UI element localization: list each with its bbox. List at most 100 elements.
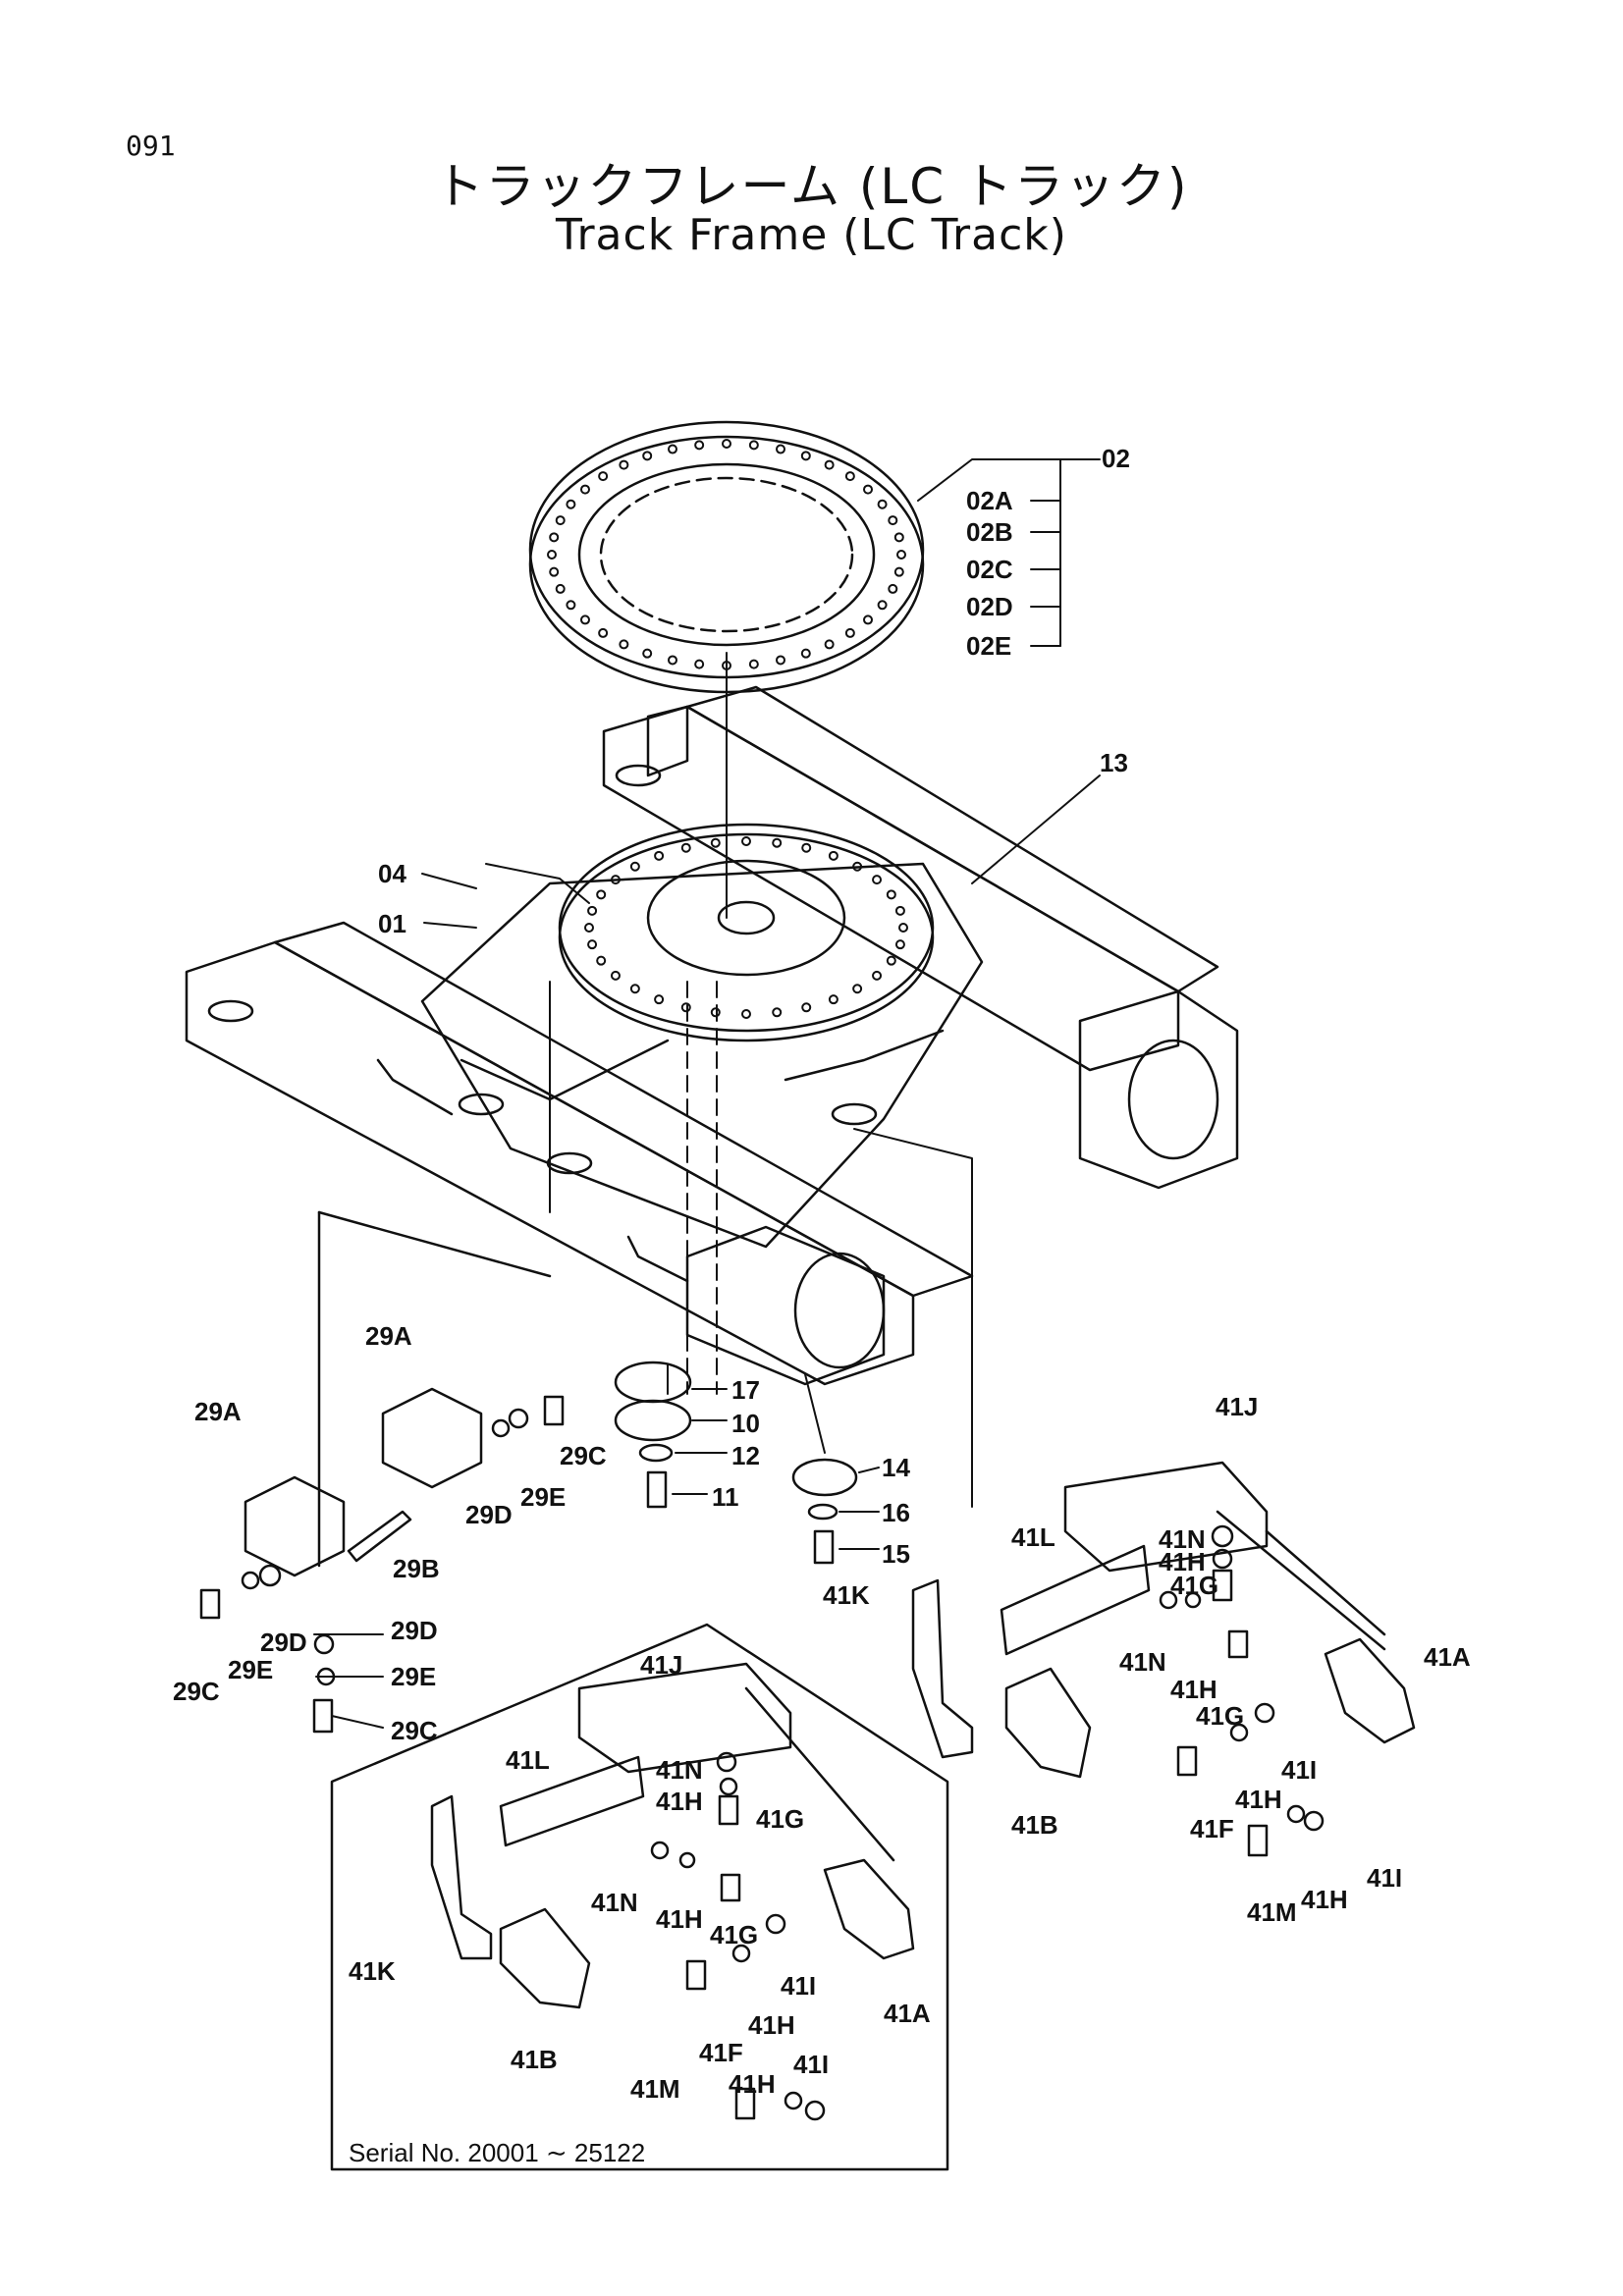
- callout-41M-inset: 41M: [630, 2074, 680, 2104]
- bolt-hole: [549, 566, 560, 577]
- bolt-hole: [772, 1007, 783, 1018]
- callout-29A-top: 29A: [365, 1321, 412, 1351]
- bolt-hole: [619, 459, 629, 470]
- bolt-hole: [886, 889, 896, 900]
- callout-29D-right: 29D: [391, 1616, 438, 1645]
- bolt-hole: [598, 627, 609, 638]
- bolt-hole: [629, 861, 640, 872]
- bolt-hole: [654, 994, 665, 1005]
- bolt-hole: [710, 1007, 721, 1018]
- callout-41B-right: 41B: [1011, 1810, 1058, 1840]
- bolt-hole: [547, 550, 557, 560]
- callout-02A: 02A: [966, 486, 1013, 515]
- callout-29A-left: 29A: [194, 1397, 242, 1426]
- callout-14: 14: [882, 1453, 910, 1482]
- bolt-hole: [579, 614, 590, 625]
- guard-41-right: [911, 1461, 1416, 1857]
- callout-29C-top: 29C: [560, 1441, 607, 1470]
- callout-02D: 02D: [966, 592, 1013, 621]
- bolt-hole: [893, 532, 904, 543]
- bolt-hole: [667, 655, 677, 666]
- callout-41F-inset: 41F: [699, 2038, 743, 2067]
- bolt-hole: [741, 836, 751, 846]
- callout-17: 17: [731, 1375, 760, 1405]
- callout-41H-inset-1: 41H: [656, 1787, 703, 1816]
- callout-41G-right-2: 41G: [1196, 1701, 1245, 1731]
- callout-29C-right: 29C: [391, 1716, 438, 1745]
- bolt-hole: [741, 1009, 751, 1019]
- bolt-hole: [667, 444, 677, 454]
- bolt-hole: [555, 515, 566, 526]
- callout-41N-inset-2: 41N: [591, 1888, 638, 1917]
- bolt-hole: [828, 994, 839, 1005]
- bolt-hole: [801, 842, 812, 853]
- callout-41K-right: 41K: [823, 1580, 870, 1610]
- callout-41H-inset-4: 41H: [729, 2069, 776, 2099]
- bolt-hole: [824, 459, 835, 470]
- bolt-hole: [748, 659, 759, 669]
- callout-11: 11: [712, 1482, 739, 1512]
- callout-29D-mid: 29D: [260, 1628, 307, 1657]
- bolt-hole: [844, 627, 855, 638]
- callout-04: 04: [378, 859, 406, 888]
- bolt-hole: [872, 970, 883, 981]
- serial-inset-box: [330, 1623, 949, 2171]
- bolt-hole: [844, 471, 855, 482]
- bolt-hole: [872, 875, 883, 885]
- callout-41F-right: 41F: [1190, 1814, 1234, 1843]
- bolt-hole: [596, 889, 607, 900]
- bracket-29-group: [199, 1210, 565, 1734]
- bolt-hole: [629, 984, 640, 994]
- callout-41H-right-4: 41H: [1301, 1885, 1348, 1914]
- callout-01: 01: [378, 909, 406, 938]
- callout-41L-inset: 41L: [506, 1745, 550, 1775]
- callout-41K-inset: 41K: [349, 1956, 396, 1986]
- bolt-hole: [898, 923, 908, 933]
- bolt-hole: [852, 861, 863, 872]
- callout-41H-right-1: 41H: [1159, 1547, 1206, 1576]
- callout-41M-right: 41M: [1247, 1897, 1297, 1927]
- bolt-hole: [800, 451, 811, 461]
- callout-16: 16: [882, 1498, 910, 1527]
- bolt-hole: [863, 614, 874, 625]
- bolt-hole: [894, 939, 905, 950]
- callout-29B: 29B: [393, 1554, 440, 1583]
- callout-29E-right: 29E: [391, 1662, 437, 1691]
- bolt-hole: [566, 499, 576, 509]
- bolt-hole: [710, 837, 721, 848]
- callout-29E-mid: 29E: [228, 1655, 274, 1684]
- bolt-hole: [863, 484, 874, 495]
- track-frame: [185, 685, 1239, 1386]
- callout-41N-right-1: 41N: [1159, 1524, 1206, 1554]
- title-japanese: トラックフレーム (LC トラック): [434, 158, 1189, 215]
- callout-41L-right: 41L: [1011, 1522, 1055, 1552]
- bolt-hole: [722, 439, 731, 449]
- callout-41N-right-2: 41N: [1119, 1647, 1166, 1677]
- bolt-hole: [619, 639, 629, 650]
- callout-29C-mid: 29C: [173, 1677, 220, 1706]
- bolt-hole: [654, 850, 665, 861]
- bolt-hole: [642, 648, 653, 659]
- callout-41G-right-1: 41G: [1170, 1571, 1219, 1600]
- callout-02: 02: [1102, 444, 1130, 473]
- leader-lines: [421, 774, 1101, 1508]
- bolt-hole: [579, 484, 590, 495]
- bolt-hole: [800, 648, 811, 659]
- bolt-hole: [801, 1002, 812, 1013]
- callout-41N-inset-1: 41N: [656, 1755, 703, 1785]
- callout-41A-inset: 41A: [884, 1999, 931, 2028]
- callout-41H-right-2: 41H: [1170, 1675, 1217, 1704]
- callout-41H-inset-2: 41H: [656, 1904, 703, 1934]
- bolt-hole: [584, 923, 594, 933]
- callout-10: 10: [731, 1409, 760, 1438]
- bolt-hole: [776, 655, 786, 666]
- bolt-hole: [877, 499, 888, 509]
- callout-15: 15: [882, 1539, 910, 1569]
- bolt-hole: [694, 659, 705, 669]
- callout-41J-inset: 41J: [640, 1650, 683, 1680]
- bolt-hole: [549, 532, 560, 543]
- bolt-hole: [555, 583, 566, 594]
- bolt-hole: [680, 1002, 691, 1013]
- bolt-hole: [894, 905, 905, 916]
